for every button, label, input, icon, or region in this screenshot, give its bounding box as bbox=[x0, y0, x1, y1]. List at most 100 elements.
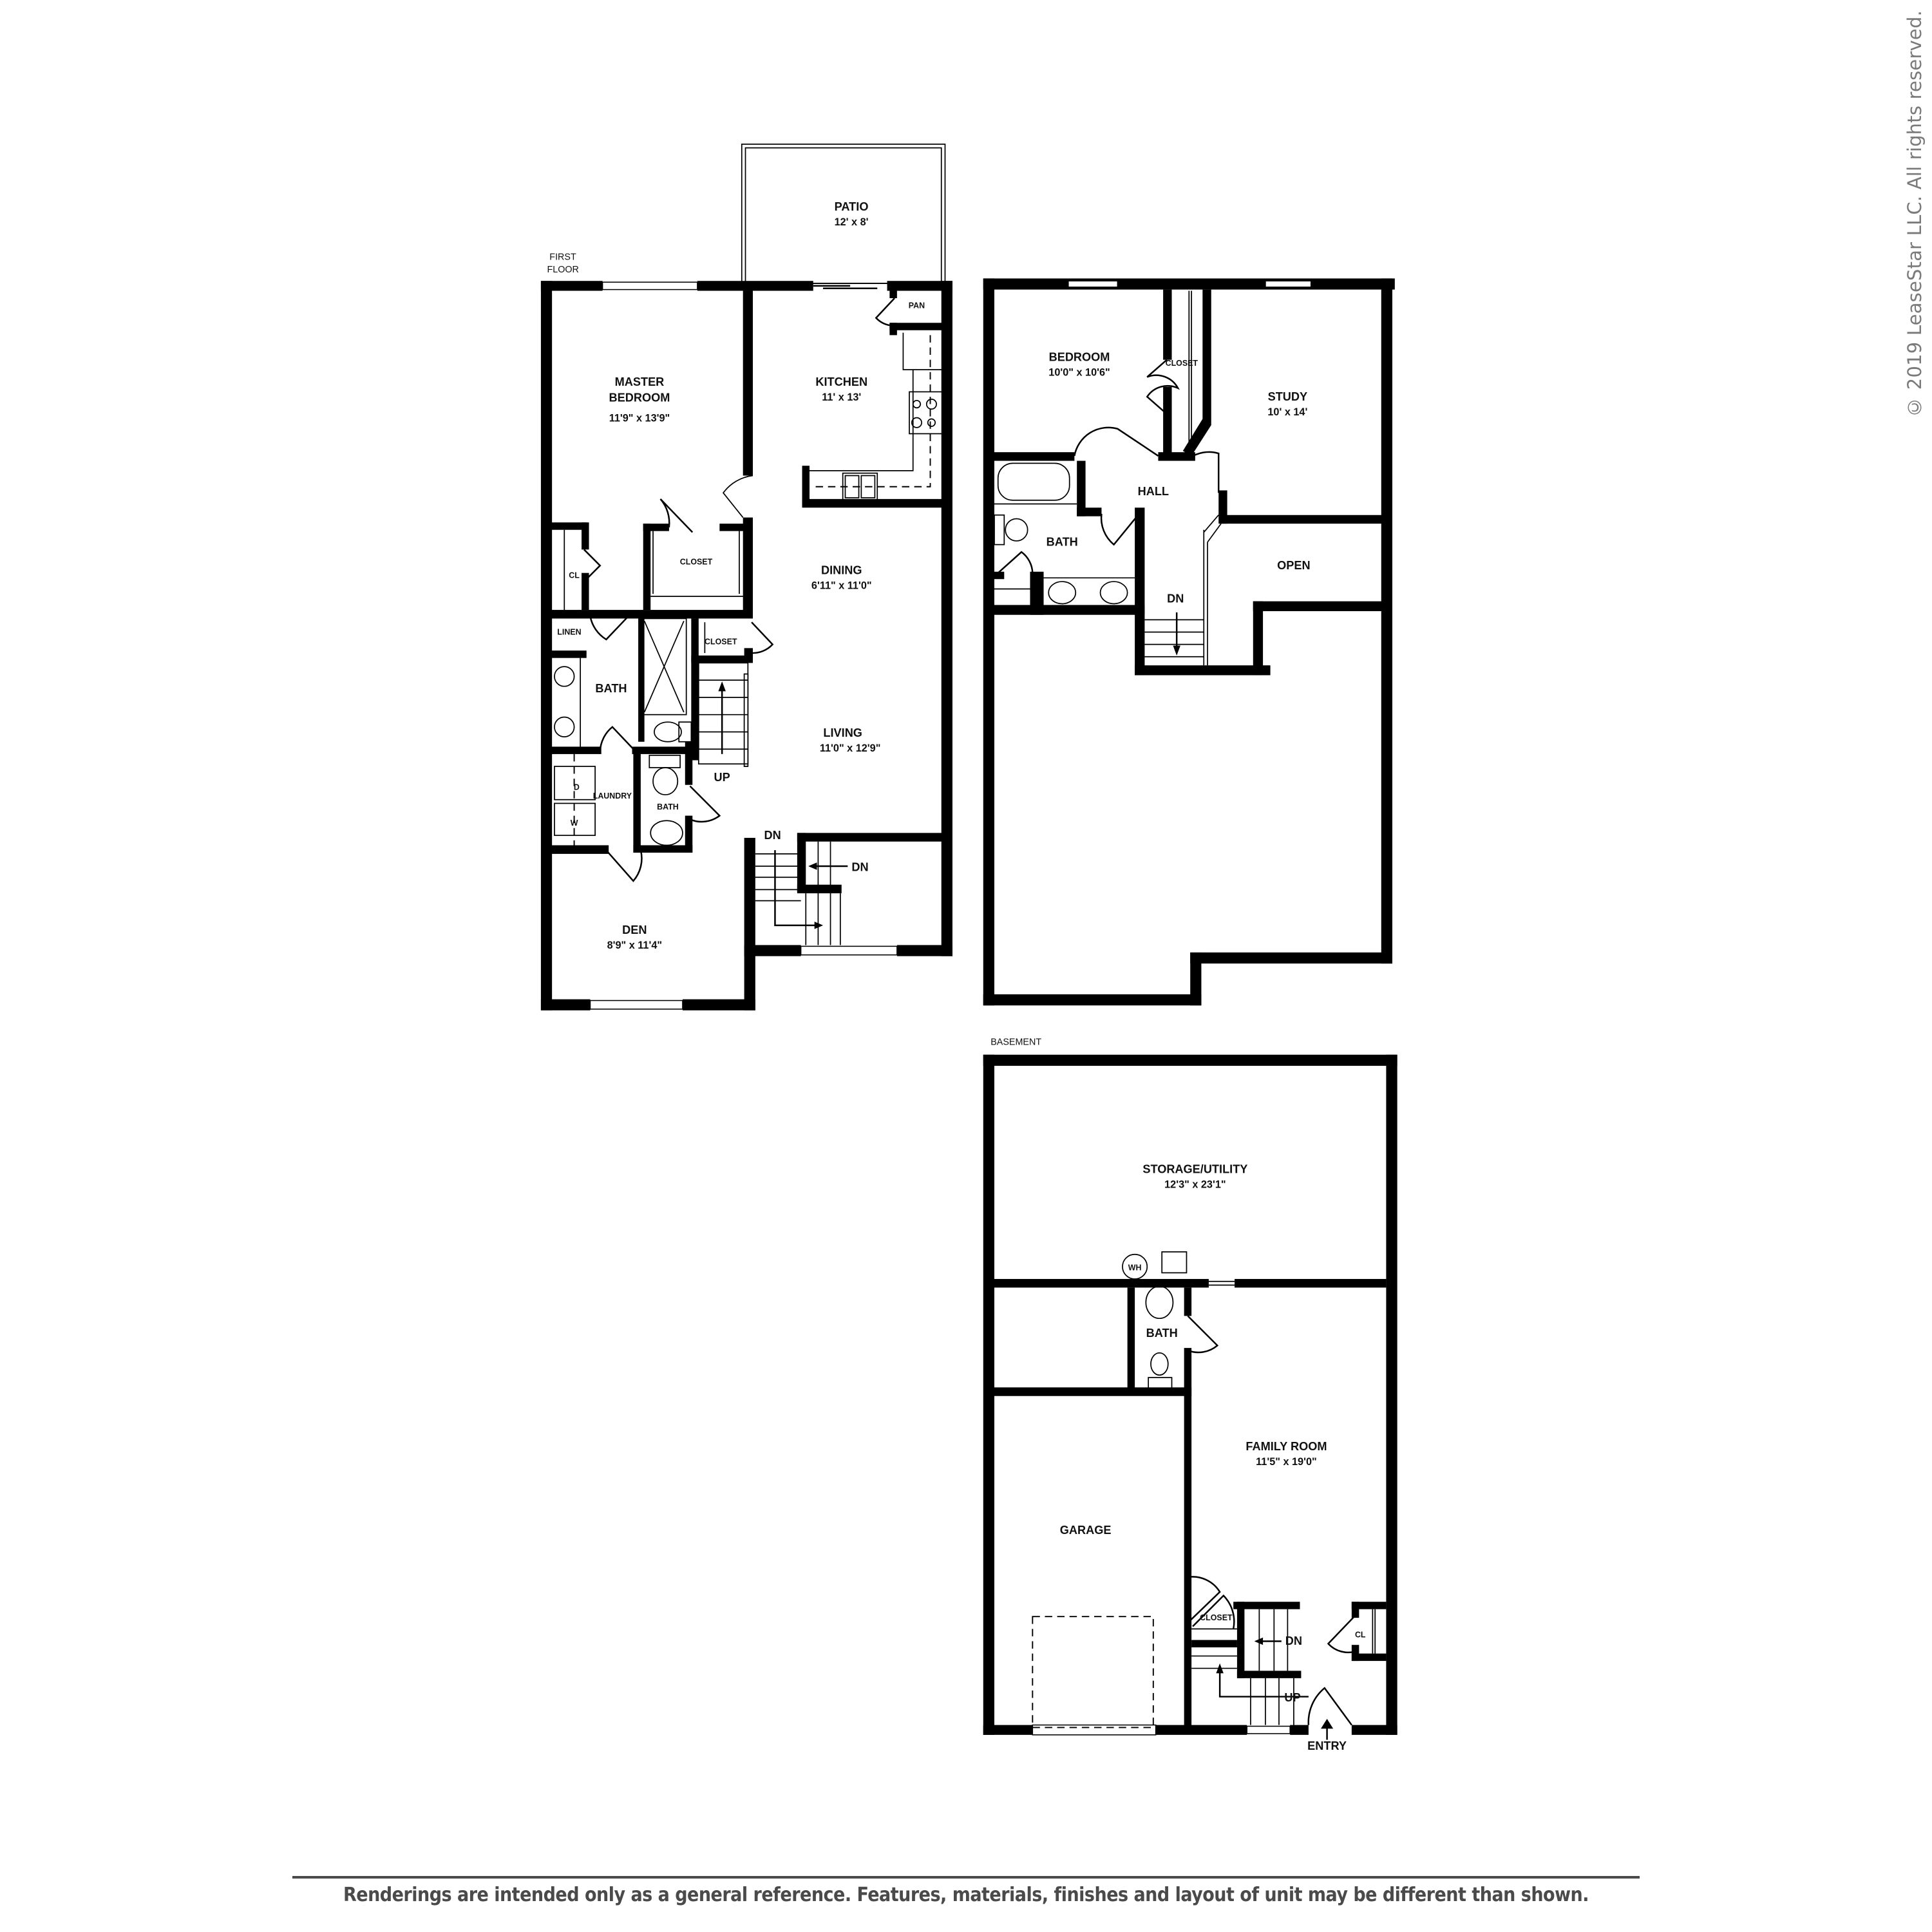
door-swing bbox=[583, 549, 601, 582]
sink bbox=[650, 820, 683, 846]
patio-dims: 12' x 8' bbox=[835, 216, 869, 228]
wall bbox=[638, 618, 645, 742]
wall bbox=[744, 838, 755, 1010]
pantry-label: PAN bbox=[909, 301, 925, 310]
wall bbox=[549, 746, 601, 754]
master-bedroom-label: MASTER bbox=[615, 375, 665, 388]
wall bbox=[1235, 1278, 1387, 1288]
burner bbox=[912, 399, 922, 409]
sink bbox=[1048, 581, 1077, 605]
basement-stairs: DN UP bbox=[1191, 1609, 1309, 1725]
dryer-label: D bbox=[574, 782, 580, 791]
door-swing bbox=[659, 498, 694, 533]
wall bbox=[994, 571, 1005, 580]
door-swing bbox=[723, 475, 753, 518]
wall bbox=[549, 522, 587, 530]
hall-label: HALL bbox=[1138, 485, 1169, 498]
basement-stairs-down-label: DN bbox=[1285, 1634, 1302, 1647]
bathtub bbox=[997, 462, 1070, 501]
door-swing bbox=[997, 551, 1034, 574]
wall bbox=[1218, 490, 1227, 524]
fridge bbox=[902, 332, 943, 370]
wall bbox=[1381, 278, 1392, 964]
wall bbox=[896, 945, 952, 956]
wall bbox=[643, 524, 669, 531]
door-swing bbox=[589, 612, 632, 641]
door-swing bbox=[1187, 1315, 1219, 1354]
master-closet-label: CLOSET bbox=[680, 557, 713, 566]
wall bbox=[1030, 571, 1044, 615]
wall bbox=[1190, 952, 1202, 1006]
door-swing bbox=[1327, 1613, 1358, 1654]
wall bbox=[549, 650, 587, 658]
wall bbox=[1135, 507, 1145, 676]
washer-label: W bbox=[571, 819, 578, 828]
wall bbox=[889, 290, 897, 299]
wall bbox=[1233, 1602, 1300, 1609]
door-swing bbox=[1100, 513, 1137, 546]
car-outline bbox=[1032, 1616, 1154, 1728]
basement-stairs-up-label: UP bbox=[1284, 1691, 1300, 1704]
wall bbox=[994, 1278, 1209, 1288]
wall bbox=[983, 1054, 995, 1735]
upper-stairs-down: DN bbox=[1135, 515, 1383, 676]
wall bbox=[743, 290, 753, 476]
wall bbox=[1351, 1602, 1359, 1618]
laundry-label: LAUNDRY bbox=[593, 791, 632, 800]
study-dims: 10' x 14' bbox=[1267, 406, 1307, 418]
wall bbox=[549, 610, 753, 619]
cl-label: CL bbox=[569, 571, 580, 580]
toilet-tank bbox=[678, 721, 692, 743]
wall bbox=[994, 1387, 1192, 1396]
kitchen-dims: 11' x 13' bbox=[822, 392, 861, 403]
entry-arrow-icon bbox=[1321, 1719, 1334, 1729]
dining-dims: 6'11" x 11'0" bbox=[811, 580, 872, 592]
wall bbox=[1386, 1054, 1397, 1735]
wall bbox=[1155, 1725, 1247, 1735]
storage-utility-label: STORAGE/UTILITY bbox=[1142, 1162, 1247, 1175]
wall bbox=[983, 278, 1395, 290]
toilet-tank bbox=[994, 514, 1005, 545]
wall bbox=[802, 498, 944, 508]
open-label: OPEN bbox=[1277, 559, 1310, 572]
wall bbox=[1351, 1602, 1387, 1609]
sink bbox=[1099, 581, 1128, 605]
wall bbox=[719, 524, 753, 531]
wall bbox=[983, 994, 1202, 1006]
wall bbox=[632, 746, 696, 754]
toilet bbox=[652, 767, 679, 795]
wall bbox=[1290, 1725, 1309, 1735]
wall bbox=[1163, 386, 1172, 456]
window bbox=[601, 281, 698, 290]
wall bbox=[1191, 1640, 1237, 1648]
wall bbox=[697, 281, 813, 291]
second-floor-plan: BEDROOM 10'0" x 10'6" CLOSET STUDY 10' x… bbox=[983, 278, 1395, 1006]
toilet-tank bbox=[649, 754, 681, 768]
copyright-notice: © 2019 LeaseStar LLC. All rights reserve… bbox=[1904, 10, 1926, 418]
entry[interactable]: ENTRY bbox=[1307, 1687, 1352, 1752]
sink bbox=[554, 666, 575, 687]
wall bbox=[889, 323, 944, 330]
water-heater-label: WH bbox=[1128, 1264, 1142, 1273]
door-swing bbox=[689, 785, 721, 823]
wall bbox=[1158, 452, 1195, 461]
door-swing bbox=[1074, 426, 1159, 457]
window bbox=[1068, 280, 1119, 288]
bedroom-closet-label: CLOSET bbox=[1166, 359, 1198, 368]
wall bbox=[1077, 507, 1102, 516]
living-dims: 11'0" x 12'9" bbox=[820, 743, 881, 754]
disclaimer-text: Renderings are intended only as a genera… bbox=[343, 1884, 1589, 1906]
family-room-label: FAMILY ROOM bbox=[1245, 1440, 1327, 1453]
toilet bbox=[1150, 1352, 1169, 1376]
hall-closet-label: CLOSET bbox=[705, 638, 737, 647]
sink bbox=[554, 716, 575, 737]
entry-door-swing[interactable] bbox=[1307, 1687, 1352, 1726]
window bbox=[1246, 1725, 1291, 1734]
stove bbox=[909, 391, 943, 435]
wall bbox=[691, 655, 753, 663]
wall bbox=[941, 281, 952, 956]
door-swing bbox=[875, 298, 895, 327]
wall bbox=[1351, 1653, 1387, 1662]
wall bbox=[1184, 1348, 1192, 1733]
wall bbox=[685, 741, 693, 785]
